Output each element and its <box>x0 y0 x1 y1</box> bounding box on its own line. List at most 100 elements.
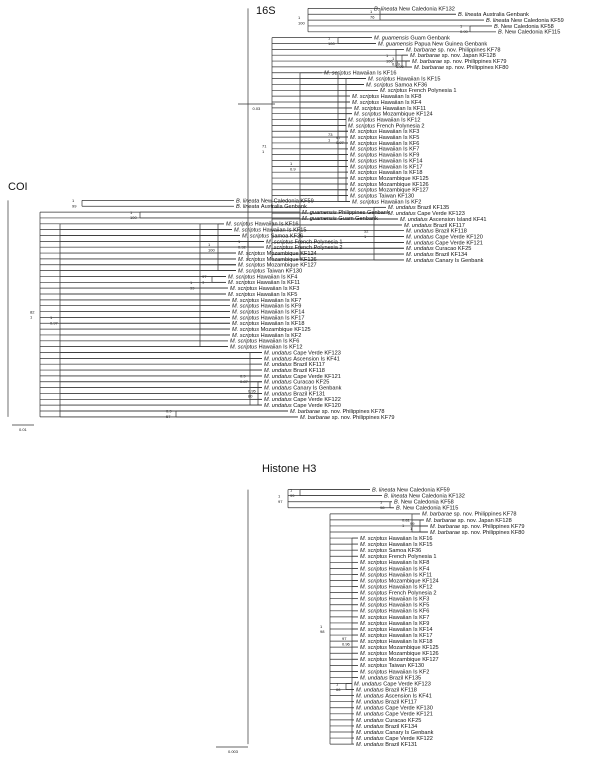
taxon-locality: Samoa KF36 <box>389 548 422 554</box>
taxon-locality: Hawaiian Is KF2 <box>261 333 302 339</box>
taxon-label: M. scriptus Hawaiian Is KF3 <box>350 129 419 135</box>
taxon-label: M. scriptus Hawaiian Is KF5 <box>228 292 297 298</box>
taxon-species: M. scriptus <box>360 591 389 597</box>
support-posterior: 0.95 <box>248 388 257 393</box>
taxon-species: M. scriptus <box>234 228 263 234</box>
taxon-locality: Hawaiian Is KF3 <box>379 129 420 135</box>
taxon-label: M. scriptus Hawaiian Is KF11 <box>228 280 300 286</box>
taxon-label: M. undatus Brazil KF135 <box>388 205 449 211</box>
taxon-label: M. scriptus Hawaiian Is KF16 <box>226 222 298 228</box>
taxon-locality: Hawaiian Is KF11 <box>389 572 432 578</box>
taxon-locality: sp. nov. Japan KF128 <box>458 518 512 524</box>
taxon-species: M. undatus <box>356 687 385 693</box>
taxon-label: M. scriptus Hawaiian Is KF17 <box>232 315 304 321</box>
taxon-locality: Guam Genbank <box>410 36 450 42</box>
taxon-label: M. undatus Cape Verde KF121 <box>264 374 341 380</box>
taxon-locality: Hawaiian Is KF18 <box>379 170 423 176</box>
taxon-label: M. undatus Brazil KF134 <box>356 724 417 730</box>
taxon-species: M. scriptus <box>228 292 257 298</box>
taxon-locality: Brazil KF117 <box>293 362 325 368</box>
taxon-label: M. scriptus Hawaiian Is KF15 <box>368 77 440 83</box>
taxon-locality: Curacao KF25 <box>435 246 471 252</box>
taxon-label: M. scriptus Hawaiian Is KF9 <box>232 304 301 310</box>
taxon-locality: Guam Genbank <box>338 216 378 222</box>
taxon-species: M. scriptus <box>350 153 379 159</box>
taxon-locality: Mozambique KF125 <box>261 327 311 333</box>
taxon-locality: sp. nov. Philippines KF79 <box>462 524 525 530</box>
taxon-locality: Cape Verde KF120 <box>435 234 483 240</box>
taxon-species: M. scriptus <box>360 560 389 566</box>
taxon-species: M. scriptus <box>350 158 379 164</box>
taxon-species: M. scriptus <box>352 100 381 106</box>
taxon-locality: Ascension Island KF41 <box>429 217 486 223</box>
taxon-locality: New Caledonia KF115 <box>505 30 561 36</box>
taxon-species: M. undatus <box>406 246 435 252</box>
taxon-locality: Hawaiian Is KF11 <box>383 106 426 112</box>
taxon-label: M. scriptus Hawaiian Is KF15 <box>360 542 432 548</box>
taxon-species: M. undatus <box>356 700 385 706</box>
taxon-label: B. lineata New Caledonia KF59 <box>372 488 450 494</box>
taxon-species: M. undatus <box>356 730 385 736</box>
support-bootstrap: 0.96 <box>342 641 351 646</box>
taxon-species: M. barbarae <box>406 47 438 53</box>
taxon-species: M. scriptus <box>360 548 389 554</box>
support-bootstrap: 100 <box>298 20 305 25</box>
taxon-locality: Ascension Is KF41 <box>385 694 432 700</box>
taxon-label: M. undatus Brazil KF135 <box>360 675 421 681</box>
taxon-locality: Brazil KF117 <box>385 700 417 706</box>
taxon-label: M. undatus Ascension Is KF41 <box>264 356 340 362</box>
taxon-locality: French Polynesia 2 <box>377 123 425 129</box>
taxon-species: M. barbarae <box>412 59 444 65</box>
taxon-locality: Mozambique KF126 <box>389 651 439 657</box>
taxon-label: M. scriptus Hawaiian Is KF18 <box>360 639 432 645</box>
support-bootstrap: 0.9 <box>290 167 296 172</box>
taxon-species: M. scriptus <box>232 333 261 339</box>
taxon-species: M. scriptus <box>238 251 267 257</box>
taxon-label: M. undatus Cape Verde KF120 <box>406 234 483 240</box>
support-posterior: 1 <box>290 161 293 166</box>
taxon-locality: Hawaiian Is KF7 <box>261 298 302 304</box>
support-posterior: 1 <box>370 9 373 14</box>
taxon-label: M. undatus Curacao KF25 <box>356 718 421 724</box>
taxon-locality: Brazil KF134 <box>385 724 417 730</box>
taxon-label: M. barbarae sp. nov. Philippines KF78 <box>406 47 500 53</box>
taxon-label: M. scriptus Samoa KF36 <box>366 82 427 88</box>
taxon-species: M. scriptus <box>360 621 389 627</box>
taxon-species: M. undatus <box>388 205 417 211</box>
taxon-label: M. undatus Cape Verde KF121 <box>406 240 483 246</box>
taxon-label: M. scriptus Mozambique KF126 <box>238 257 317 263</box>
scale-bar-label: 0.03 <box>253 106 262 111</box>
taxon-label: M. scriptus Hawaiian Is KF4 <box>352 100 421 106</box>
taxon-locality: sp. nov. Japan KF128 <box>442 53 496 59</box>
taxon-locality: Philippines Genbank <box>338 210 390 216</box>
taxon-locality: Hawaiian Is KF14 <box>389 627 433 633</box>
taxon-label: M. undatus Cape Verde KF122 <box>264 397 341 403</box>
taxon-locality: Brazil KF135 <box>417 205 449 211</box>
taxon-species: M. undatus <box>406 252 435 258</box>
taxon-label: M. undatus Cape Verde KF123 <box>264 350 341 356</box>
taxon-locality: Hawaiian Is KF7 <box>389 615 430 621</box>
taxon-locality: New Caledonia KF59 <box>261 198 314 204</box>
taxon-locality: Hawaiian Is KF12 <box>259 345 303 351</box>
taxon-locality: Hawaiian Is KF6 <box>389 609 430 615</box>
taxon-label: M. scriptus Hawaiian Is KF12 <box>348 117 420 123</box>
taxon-species: B. <box>394 500 401 506</box>
taxon-species: B. lineata <box>458 12 483 18</box>
taxon-species: M. undatus <box>356 736 385 742</box>
taxon-species: M. guamensis <box>378 41 414 47</box>
taxon-species: M. barbarae <box>426 518 458 524</box>
taxon-label: M. scriptus Hawaiian Is KF15 <box>234 228 306 234</box>
taxon-label: M. scriptus Hawaiian Is KF7 <box>232 298 301 304</box>
taxon-label: B. New Caledonia KF58 <box>394 500 454 506</box>
taxon-species: M. scriptus <box>238 269 267 275</box>
taxon-species: M. scriptus <box>360 657 389 663</box>
taxon-label: M. scriptus Hawaiian Is KF6 <box>350 141 419 147</box>
taxon-label: M. scriptus Mozambique KF124 <box>354 112 433 118</box>
taxon-label: M. scriptus Taiwan KF130 <box>360 663 424 669</box>
taxon-label: M. undatus Canary Is Genbank <box>356 730 434 736</box>
taxon-locality: Hawaiian Is KF3 <box>259 286 300 292</box>
taxon-locality: Hawaiian Is KF11 <box>257 280 300 286</box>
taxon-species: M. scriptus <box>350 135 379 141</box>
taxon-label: M. barbarae sp. nov. Philippines KF80 <box>430 530 524 536</box>
taxon-species: M. scriptus <box>350 141 379 147</box>
